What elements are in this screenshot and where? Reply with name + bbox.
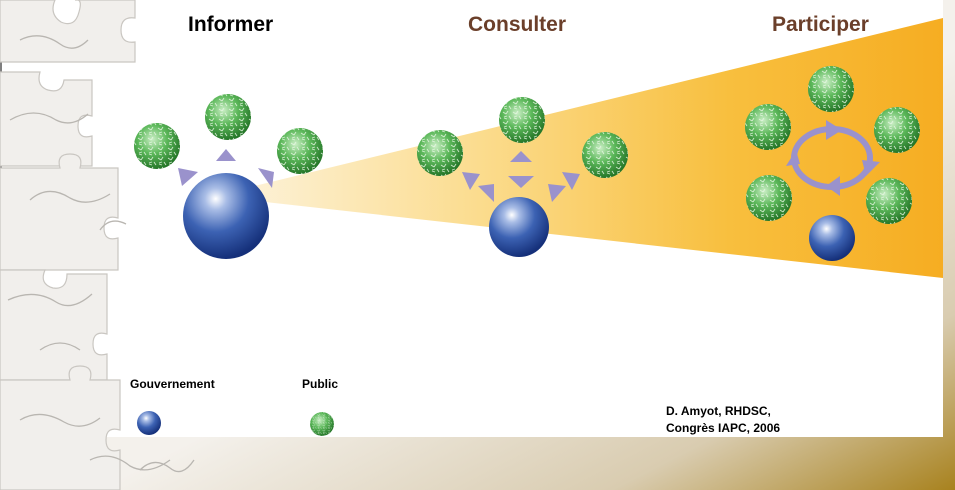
- government-ball: [809, 215, 855, 261]
- legend-government-label: Gouvernement: [130, 377, 215, 391]
- public-ball: [205, 94, 251, 140]
- public-ball: [134, 123, 180, 169]
- puzzle-outline-lines: [7, 35, 195, 473]
- public-ball: [582, 132, 628, 178]
- public-ball: [746, 175, 792, 221]
- legend-public-ball: [310, 412, 334, 436]
- legend-public-label: Public: [302, 377, 339, 391]
- puzzle-pattern-decoration: [0, 0, 136, 490]
- public-ball: [499, 97, 545, 143]
- public-ball: [417, 130, 463, 176]
- stage-informer: [134, 94, 323, 259]
- public-ball: [277, 128, 323, 174]
- credit-line-1: D. Amyot, RHDSC,: [666, 404, 771, 418]
- stage-title-consulter: Consulter: [468, 13, 567, 36]
- government-ball: [489, 197, 549, 257]
- credit-line-2: Congrès IAPC, 2006: [666, 421, 781, 435]
- public-ball: [866, 178, 912, 224]
- stage-title-informer: Informer: [188, 13, 274, 36]
- stage-participer: [745, 66, 920, 261]
- one-way-arrows-icon: [178, 149, 274, 188]
- stage-consulter: [417, 97, 628, 257]
- stage-title-participer: Participer: [772, 13, 869, 36]
- legend-government-ball: [137, 411, 161, 435]
- public-ball: [745, 104, 791, 150]
- cycle-arrows-icon: [786, 120, 880, 196]
- public-ball: [808, 66, 854, 112]
- government-ball: [183, 173, 269, 259]
- two-way-arrows-icon: [462, 151, 580, 202]
- public-ball: [874, 107, 920, 153]
